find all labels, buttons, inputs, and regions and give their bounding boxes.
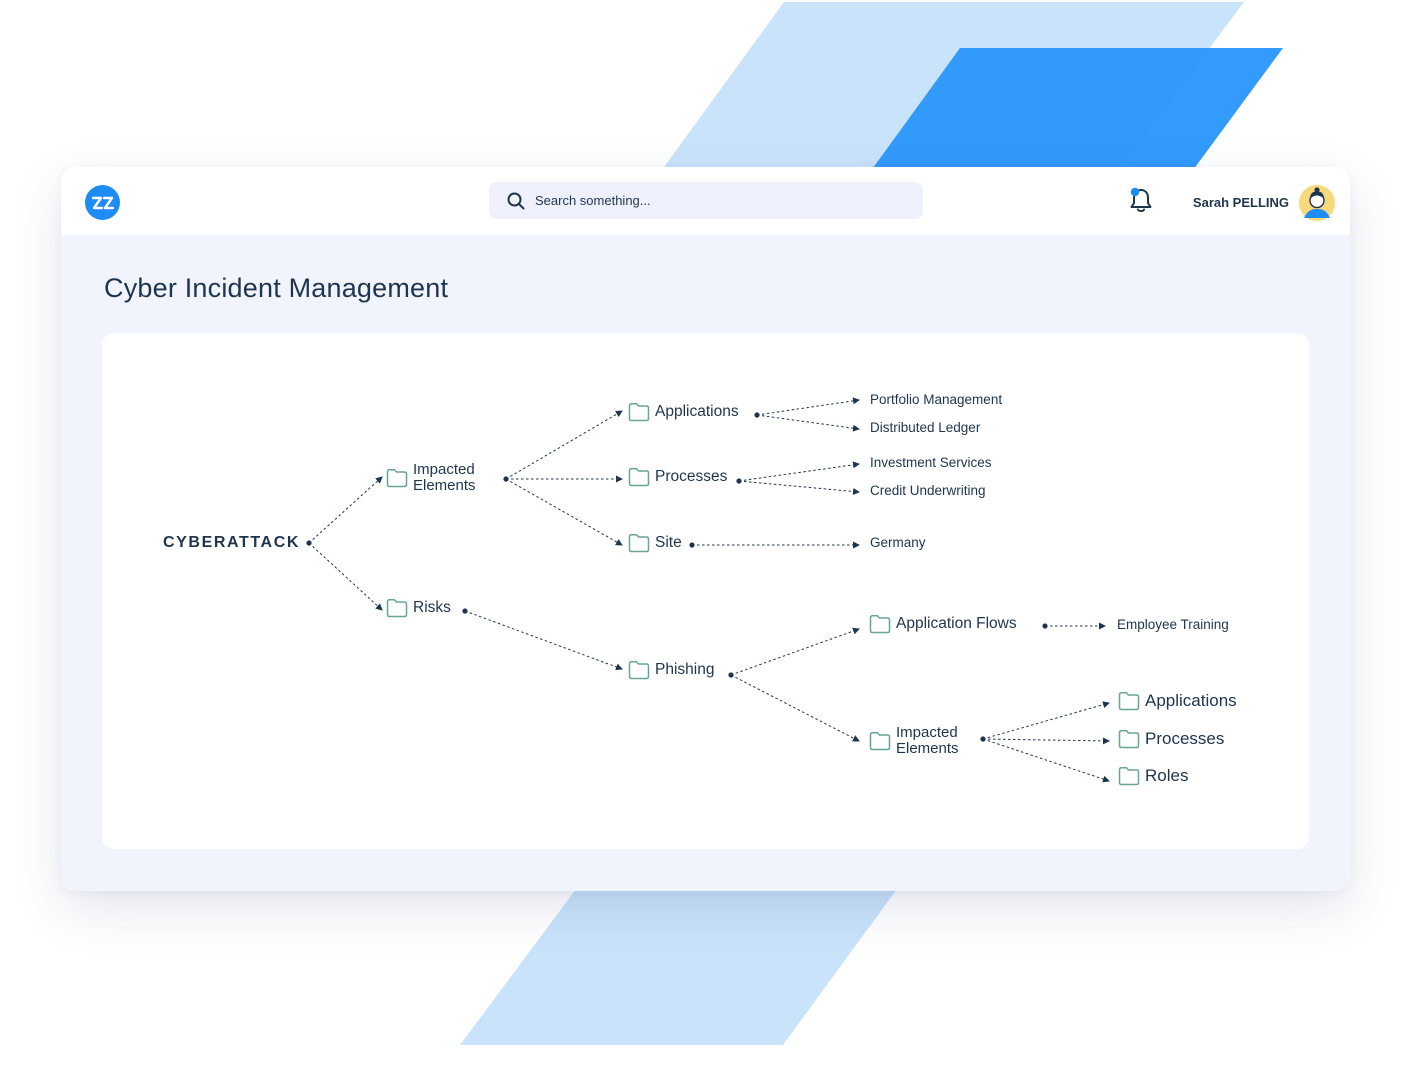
avatar[interactable] [1299,185,1335,221]
search-icon [507,192,525,210]
folder-icon [386,469,408,488]
edge-impacted-site [505,478,623,546]
node-risks[interactable]: Risks [386,598,451,618]
app-window: Sarah PELLING Cyber Incident Management [61,167,1350,891]
edge-root-risks [308,542,383,611]
top-bar: Sarah PELLING [61,167,1350,235]
node-label: Phishing [655,661,715,678]
node-applications[interactable]: Applications [628,402,739,422]
node-label: Processes [1145,729,1225,748]
node-phishing[interactable]: Phishing [628,660,714,680]
node-impacted-elements[interactable]: Impacted Elements [386,462,493,494]
edge-root-impacted [308,476,383,544]
folder-icon [869,615,891,634]
folder-icon [1118,730,1140,749]
edge-impacted-applications-2 [982,701,1110,740]
edge-impacted-applications [505,410,623,480]
folder-icon [1118,767,1140,786]
folder-icon [386,599,408,618]
node-phishing-processes[interactable]: Processes [1118,729,1224,749]
leaf-employee-training[interactable]: Employee Training [1117,617,1229,632]
folder-icon [628,661,650,680]
zz-logo-icon[interactable] [85,185,120,220]
notification-dot [1130,187,1140,197]
node-phishing-impacted-elements[interactable]: Impacted Elements [869,725,976,757]
node-label: Impacted Elements [413,461,476,494]
tree-connectors [306,397,1110,783]
edge-processes-credit [738,480,860,495]
edge-phishing-appflows [730,627,860,676]
folder-icon [628,403,650,422]
search-bar[interactable] [489,182,923,219]
leaf-germany[interactable]: Germany [870,535,926,550]
edge-phishing-impacted [730,674,860,742]
root-cyberattack[interactable]: CYBERATTACK [163,534,300,551]
node-site[interactable]: Site [628,533,682,553]
incident-tree-card: CYBERATTACK Impacted Elements Risks Appl… [102,333,1309,849]
node-processes[interactable]: Processes [628,467,727,487]
edge-risks-phishing [464,610,623,671]
leaf-distributed-ledger[interactable]: Distributed Ledger [870,420,981,435]
node-label: Risks [413,599,451,616]
bell-icon[interactable] [1126,185,1156,215]
node-label: Processes [655,468,728,485]
folder-icon [628,468,650,487]
node-application-flows[interactable]: Application Flows [869,614,1017,634]
edge-impacted-roles [982,738,1110,783]
leaf-investment-services[interactable]: Investment Services [870,455,992,470]
node-label: Applications [655,403,739,420]
folder-icon [1118,692,1140,711]
page-title: Cyber Incident Management [104,273,449,303]
node-label: Roles [1145,766,1189,785]
leaf-portfolio-management[interactable]: Portfolio Management [870,392,1003,407]
folder-icon [869,732,891,751]
node-label: Applications [1145,691,1237,710]
node-label: Site [655,534,682,551]
edge-applications-ledger [756,414,860,432]
node-phishing-roles[interactable]: Roles [1118,766,1188,786]
node-phishing-applications[interactable]: Applications [1118,691,1237,711]
search-input[interactable] [535,182,905,219]
edge-impacted-processes-2 [982,737,1110,745]
leaf-credit-underwriting[interactable]: Credit Underwriting [870,483,986,498]
user-name[interactable]: Sarah PELLING [1192,195,1289,210]
folder-icon [628,534,650,553]
node-label: Application Flows [896,615,1017,632]
edge-processes-investment [738,461,860,482]
edge-applications-portfolio [756,397,860,416]
node-label: Impacted Elements [896,724,959,757]
